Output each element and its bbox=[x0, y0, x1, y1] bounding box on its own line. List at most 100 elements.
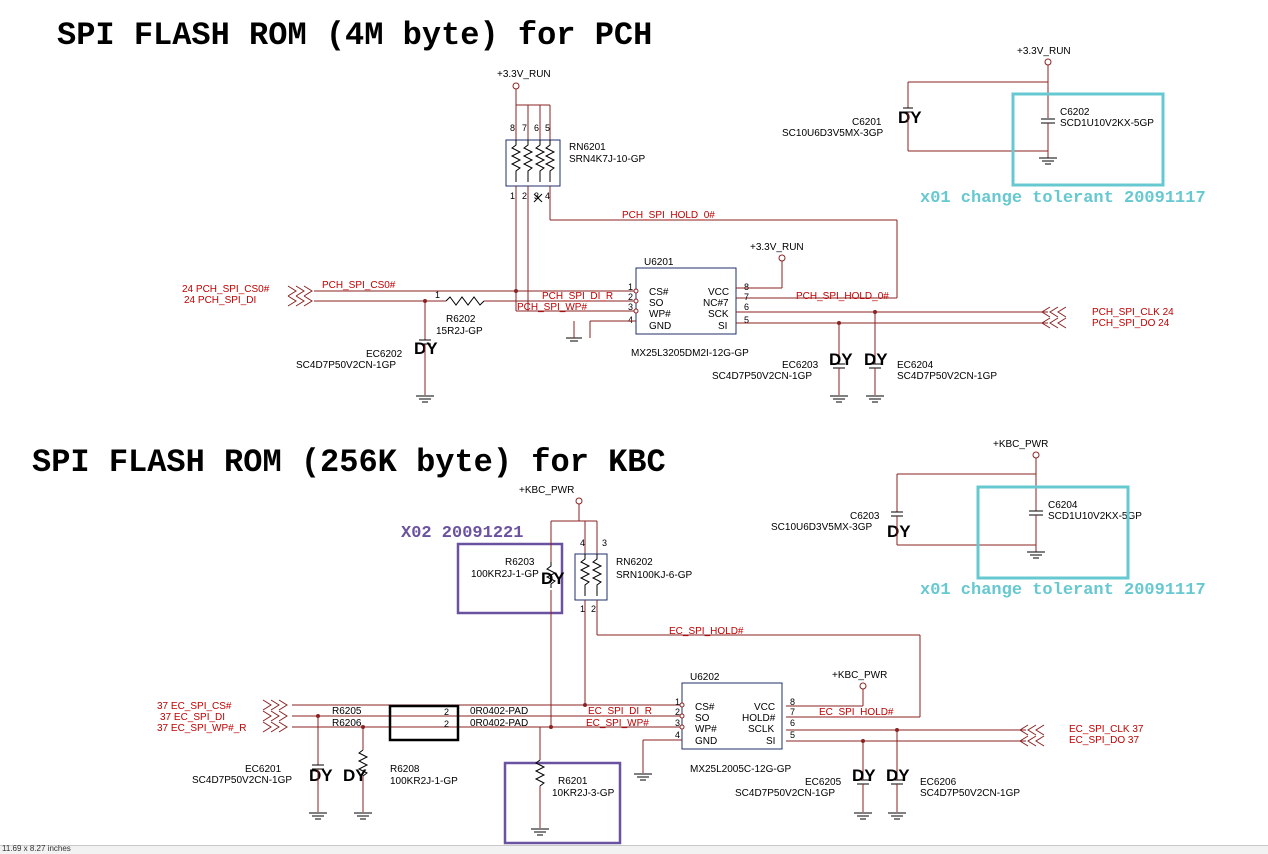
resistor-r6203: R6203 100KR2J-1-GP DY bbox=[471, 557, 565, 588]
bottom-tolerance-note: x01 change tolerant 20091117 bbox=[920, 581, 1206, 600]
x02-box-r6201 bbox=[503, 761, 622, 845]
resistor-r6201: R6201 10KR2J-3-GP bbox=[534, 759, 615, 799]
svg-text:1: 1 bbox=[628, 282, 633, 292]
c6204-part: SCD1U10V2KX-5GP bbox=[1048, 511, 1142, 522]
svg-text:4: 4 bbox=[628, 315, 633, 325]
ground-symbol bbox=[353, 812, 373, 820]
svg-text:6: 6 bbox=[744, 302, 749, 312]
c6201-ref: C6201 bbox=[852, 117, 882, 128]
ground-symbol bbox=[853, 812, 873, 820]
top-section-title: SPI FLASH ROM (4M byte) for PCH bbox=[57, 17, 652, 54]
resistor-r6202: 1 R6202 15R2J-GP bbox=[435, 290, 485, 337]
offpage-ec-spi-cs: 37 EC_SPI_CS# bbox=[157, 701, 232, 712]
capacitor-ec6202: DY EC6202 SC4D7P50V2CN-1GP bbox=[296, 339, 438, 371]
net-label-pch-spi-hold-2: PCH_SPI_HOLD_0# bbox=[796, 291, 889, 302]
status-text: 11.69 x 8.27 inches bbox=[2, 844, 71, 853]
svg-text:SO: SO bbox=[649, 298, 664, 309]
ground-symbol bbox=[865, 395, 885, 403]
svg-text:3: 3 bbox=[602, 538, 607, 548]
bottom-power-label-vcc: +KBC_PWR bbox=[832, 670, 887, 681]
svg-text:1: 1 bbox=[435, 290, 440, 300]
offpage-pch-spi-cs: 24 PCH_SPI_CS0# bbox=[182, 284, 270, 295]
ec6201-part: SC4D7P50V2CN-1GP bbox=[192, 775, 292, 786]
rn6202-part: SRN100KJ-6-GP bbox=[616, 570, 692, 581]
svg-text:NC#7: NC#7 bbox=[703, 298, 729, 309]
capacitor-ec6201: DY EC6201 SC4D7P50V2CN-1GP bbox=[192, 764, 333, 786]
ground-symbol bbox=[1038, 157, 1058, 165]
svg-text:HOLD#: HOLD# bbox=[742, 713, 776, 724]
svg-text:1: 1 bbox=[580, 604, 585, 614]
dy-mark: DY bbox=[309, 766, 333, 785]
pad-box bbox=[388, 704, 460, 742]
offpage-pch-spi-clk: PCH_SPI_CLK 24 bbox=[1092, 307, 1174, 318]
svg-text:8: 8 bbox=[510, 123, 515, 133]
dy-mark: DY bbox=[829, 350, 853, 369]
svg-text:SI: SI bbox=[766, 736, 775, 747]
top-power-label-rn: +3.3V_RUN bbox=[497, 69, 551, 80]
ec6206-part: SC4D7P50V2CN-1GP bbox=[920, 788, 1020, 799]
bottom-power-label-caps: +KBC_PWR bbox=[993, 439, 1048, 450]
r6206-ref: R6206 bbox=[332, 718, 362, 729]
u6202-ref: U6202 bbox=[690, 672, 720, 683]
rn6202-ref: RN6202 bbox=[616, 557, 653, 568]
svg-text:WP#: WP# bbox=[649, 309, 671, 320]
svg-text:SO: SO bbox=[695, 713, 710, 724]
ground-symbol bbox=[1026, 551, 1046, 559]
svg-text:2: 2 bbox=[522, 191, 527, 201]
dy-mark: DY bbox=[343, 766, 367, 785]
x02-note: X02 20091221 bbox=[401, 524, 523, 543]
svg-text:2: 2 bbox=[628, 292, 633, 302]
capacitor-c6201: DY C6201 SC10U6D3V5MX-3GP bbox=[782, 107, 922, 139]
c6202-ref: C6202 bbox=[1060, 107, 1090, 118]
pad-part-a: 0R0402-PAD bbox=[470, 706, 528, 717]
svg-text:5: 5 bbox=[744, 315, 749, 325]
net-label-ec-spi-di-r: EC_SPI_DI_R bbox=[588, 706, 652, 717]
dy-mark: DY bbox=[886, 766, 910, 785]
svg-text:VCC: VCC bbox=[708, 287, 729, 298]
r6202-ref: R6202 bbox=[446, 314, 476, 325]
top-power-label-caps: +3.3V_RUN bbox=[1017, 46, 1071, 57]
net-label-ec-spi-hold: EC_SPI_HOLD# bbox=[669, 626, 744, 637]
c6202-part: SCD1U10V2KX-5GP bbox=[1060, 118, 1154, 129]
r6203-ref: R6203 bbox=[505, 557, 535, 568]
ec6202-ref: EC6202 bbox=[366, 349, 403, 360]
svg-text:2: 2 bbox=[444, 719, 449, 729]
u6201-ref: U6201 bbox=[644, 257, 674, 268]
dy-mark: DY bbox=[864, 350, 888, 369]
net-label-pch-spi-hold: PCH_SPI_HOLD_0# bbox=[622, 210, 715, 221]
r6201-part: 10KR2J-3-GP bbox=[552, 788, 615, 799]
r6208-part: 100KR2J-1-GP bbox=[390, 776, 458, 787]
ground-symbol bbox=[633, 773, 653, 781]
svg-text:VCC: VCC bbox=[754, 702, 775, 713]
svg-text:7: 7 bbox=[790, 707, 795, 717]
ec6204-ref: EC6204 bbox=[897, 360, 934, 371]
svg-text:7: 7 bbox=[744, 292, 749, 302]
u6201-part: MX25L3205DM2I-12G-GP bbox=[631, 348, 749, 359]
svg-text:CS#: CS# bbox=[649, 287, 669, 298]
svg-text:4: 4 bbox=[675, 730, 680, 740]
ec6201-ref: EC6201 bbox=[245, 764, 282, 775]
svg-text:4: 4 bbox=[545, 191, 550, 201]
c6204-ref: C6204 bbox=[1048, 500, 1078, 511]
ground-symbol bbox=[415, 395, 435, 403]
offpage-ec-spi-di: 37 EC_SPI_DI bbox=[160, 712, 225, 723]
r6202-part: 15R2J-GP bbox=[436, 326, 483, 337]
ec6205-ref: EC6205 bbox=[805, 777, 842, 788]
offpage-ec-spi-wp: 37 EC_SPI_WP#_R bbox=[157, 723, 247, 734]
net-label-ec-spi-hold-2: EC_SPI_HOLD# bbox=[819, 707, 894, 718]
svg-text:7: 7 bbox=[522, 123, 527, 133]
svg-text:2: 2 bbox=[444, 707, 449, 717]
rn6201-ref: RN6201 bbox=[569, 142, 606, 153]
svg-text:5: 5 bbox=[545, 123, 550, 133]
capacitor-ec6203: DY EC6203 SC4D7P50V2CN-1GP bbox=[712, 350, 853, 382]
ec6203-ref: EC6203 bbox=[782, 360, 819, 371]
note-box-bottom bbox=[976, 485, 1130, 580]
c6203-part: SC10U6D3V5MX-3GP bbox=[771, 522, 872, 533]
u6202-part: MX25L2005C-12G-GP bbox=[690, 764, 791, 775]
capacitor-c6203: DY C6203 SC10U6D3V5MX-3GP bbox=[771, 511, 911, 541]
top-tolerance-note: x01 change tolerant 20091117 bbox=[920, 189, 1206, 208]
top-power-label-vcc: +3.3V_RUN bbox=[750, 242, 804, 253]
note-box-top bbox=[1011, 92, 1165, 187]
resistor-network-rn6202: 4 3 1 2 RN6202 SRN100KJ-6-GP bbox=[574, 538, 692, 614]
pad-part-b: 0R0402-PAD bbox=[470, 718, 528, 729]
